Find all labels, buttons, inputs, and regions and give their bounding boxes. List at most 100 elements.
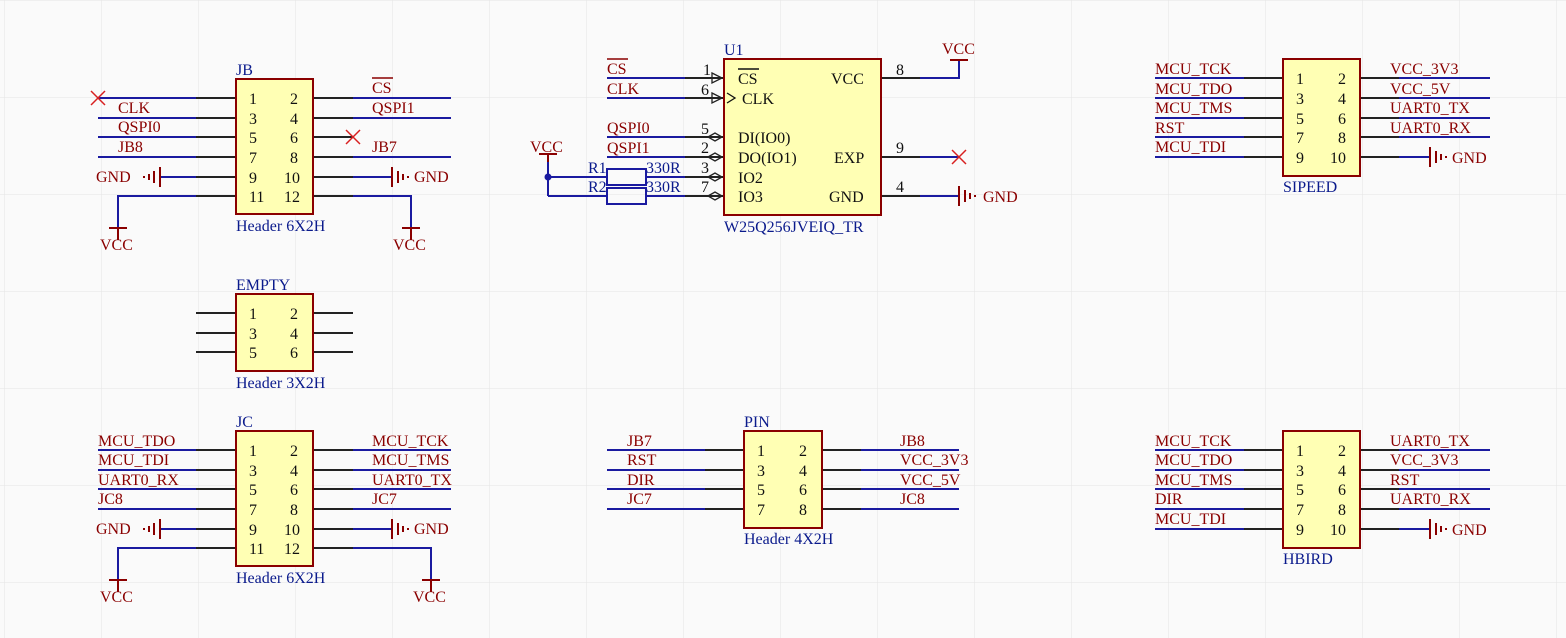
jb-net-right-4: JB7 bbox=[372, 139, 397, 156]
jb-pin-8: 8 bbox=[290, 150, 298, 167]
jc-net-right-4: JC7 bbox=[372, 491, 397, 508]
sipeed-net-right-2: VCC_5V bbox=[1390, 81, 1451, 98]
pin-pin-5: 5 bbox=[757, 482, 765, 499]
jb-net-left-4: JB8 bbox=[118, 139, 143, 156]
sipeed-net-left-2: MCU_TDO bbox=[1155, 81, 1232, 98]
flash-u1[interactable]: U1 W25Q256JVEIQ_TR CS CLK DI(IO0) DO(IO1… bbox=[530, 41, 1018, 236]
jb-pin-4: 4 bbox=[290, 111, 298, 128]
u1-pin-num-3: 3 bbox=[701, 160, 709, 177]
u1-pin-exp-name: EXP bbox=[834, 150, 864, 167]
hbird-net-right-4: UART0_RX bbox=[1390, 491, 1471, 508]
jb-net-right-2: QSPI1 bbox=[372, 100, 415, 117]
jc-net-right-1: MCU_TCK bbox=[372, 433, 449, 450]
sipeed-net-left-1: MCU_TCK bbox=[1155, 61, 1232, 78]
jc-pin-4: 4 bbox=[290, 463, 298, 480]
u1-pin-num-4: 4 bbox=[896, 179, 904, 196]
resistor-r2[interactable]: R2 330R bbox=[588, 179, 681, 205]
resistor-r1[interactable]: R1 330R bbox=[588, 160, 681, 186]
u1-pin-num-5: 5 bbox=[701, 121, 709, 138]
u1-net-qspi1: QSPI1 bbox=[607, 140, 650, 157]
sipeed-pin-10: 10 bbox=[1330, 150, 1346, 167]
hbird-pin-2: 2 bbox=[1338, 443, 1346, 460]
u1-designator: U1 bbox=[724, 42, 744, 59]
empty-pin-3: 3 bbox=[249, 326, 257, 343]
sipeed-net-left-4: RST bbox=[1155, 120, 1185, 137]
header-empty[interactable]: 1 2 3 4 5 6 EMPTY Header 3X2H bbox=[196, 277, 353, 392]
jc-pin-10: 10 bbox=[284, 522, 300, 539]
hbird-pin-3: 3 bbox=[1296, 463, 1304, 480]
u1-pin-num-9: 9 bbox=[896, 140, 904, 157]
sipeed-gnd-label: GND bbox=[1452, 150, 1487, 167]
sipeed-net-right-1: VCC_3V3 bbox=[1390, 61, 1458, 78]
jb-net-left-3: QSPI0 bbox=[118, 119, 161, 136]
jb-gnd-right-label: GND bbox=[414, 169, 449, 186]
pullup-vcc-label: VCC bbox=[530, 139, 563, 156]
jc-pin-11: 11 bbox=[249, 541, 264, 558]
jb-no-connect-left bbox=[90, 90, 106, 106]
jc-net-left-2: MCU_TDI bbox=[98, 452, 169, 469]
sipeed-net-left-3: MCU_TMS bbox=[1155, 100, 1232, 117]
u1-comment: W25Q256JVEIQ_TR bbox=[724, 219, 864, 236]
ground-icon bbox=[1429, 147, 1447, 167]
ground-icon bbox=[143, 519, 161, 539]
pin-net-left-4: JC7 bbox=[627, 491, 652, 508]
jb-vcc-left-label: VCC bbox=[100, 237, 133, 254]
jb-pin-5: 5 bbox=[249, 130, 257, 147]
header-hbird[interactable]: 1 2 3 4 5 6 7 8 9 10 HBIRD MCU_TCK MCU_T… bbox=[1155, 430, 1490, 568]
jb-pin-3: 3 bbox=[249, 111, 257, 128]
sipeed-designator: SIPEED bbox=[1283, 179, 1337, 196]
header-sipeed[interactable]: 1 2 3 4 5 6 7 8 9 10 SIPEED MCU_TCK MCU_… bbox=[1155, 58, 1490, 196]
u1-pin-clk-name: CLK bbox=[742, 91, 774, 108]
jb-comment: Header 6X2H bbox=[236, 218, 326, 235]
power-port-icon bbox=[539, 153, 557, 162]
jb-pin-numbers: 1 2 3 4 5 6 7 8 9 10 11 12 bbox=[249, 91, 300, 206]
hbird-net-left-1: MCU_TCK bbox=[1155, 433, 1232, 450]
jc-pin-5: 5 bbox=[249, 482, 257, 499]
jc-vcc-left-label: VCC bbox=[100, 589, 133, 606]
header-jc[interactable]: 1 2 3 4 5 6 7 8 9 10 11 12 JC Header 6X2… bbox=[96, 414, 452, 606]
empty-designator: EMPTY bbox=[236, 277, 291, 294]
u1-pin-num-1: 1 bbox=[703, 62, 711, 79]
hbird-pin-10: 10 bbox=[1330, 522, 1346, 539]
power-port-icon bbox=[109, 227, 127, 240]
hbird-net-left-5: MCU_TDI bbox=[1155, 511, 1226, 528]
empty-pin-2: 2 bbox=[290, 306, 298, 323]
u1-pin-gnd-name: GND bbox=[829, 189, 864, 206]
pin-pin-1: 1 bbox=[757, 443, 765, 460]
u1-pin-di-name: DI(IO0) bbox=[738, 130, 790, 147]
ground-icon bbox=[391, 519, 409, 539]
sipeed-pin-6: 6 bbox=[1338, 111, 1346, 128]
u1-net-qspi0: QSPI0 bbox=[607, 120, 650, 137]
pin-comment: Header 4X2H bbox=[744, 531, 834, 548]
jb-designator: JB bbox=[236, 62, 253, 79]
jc-pin-3: 3 bbox=[249, 463, 257, 480]
jc-net-left-4: JC8 bbox=[98, 491, 123, 508]
ground-icon bbox=[1429, 519, 1447, 539]
u1-gnd-label: GND bbox=[983, 189, 1018, 206]
hbird-pin-8: 8 bbox=[1338, 502, 1346, 519]
jc-net-left-1: MCU_TDO bbox=[98, 433, 175, 450]
power-port-icon bbox=[109, 579, 127, 592]
header-jb[interactable]: 1 2 3 4 5 6 7 8 9 10 11 12 JB Header 6X2… bbox=[90, 62, 451, 254]
jb-net-right-1: CS bbox=[372, 80, 392, 97]
sipeed-pin-2: 2 bbox=[1338, 71, 1346, 88]
jb-pin-11: 11 bbox=[249, 189, 264, 206]
sipeed-net-left-5: MCU_TDI bbox=[1155, 139, 1226, 156]
u1-pin-cs-name: CS bbox=[738, 71, 758, 88]
sipeed-net-right-3: UART0_TX bbox=[1390, 100, 1470, 117]
jc-pin-8: 8 bbox=[290, 502, 298, 519]
ground-icon bbox=[958, 186, 976, 206]
jb-no-connect-right bbox=[345, 129, 361, 145]
pin-net-right-2: VCC_3V3 bbox=[900, 452, 968, 469]
pin-pin-7: 7 bbox=[757, 502, 765, 519]
hbird-pin-1: 1 bbox=[1296, 443, 1304, 460]
hbird-net-left-3: MCU_TMS bbox=[1155, 472, 1232, 489]
u1-pin-io3-name: IO3 bbox=[738, 189, 763, 206]
u1-pin-vcc-name: VCC bbox=[831, 71, 864, 88]
u1-pin-do-name: DO(IO1) bbox=[738, 150, 797, 167]
jb-pin-2: 2 bbox=[290, 91, 298, 108]
r1-designator: R1 bbox=[588, 160, 607, 177]
header-pin[interactable]: 1 2 3 4 5 6 7 8 PIN Header 4X2H JB7 RST … bbox=[607, 414, 968, 548]
jc-net-right-2: MCU_TMS bbox=[372, 452, 449, 469]
